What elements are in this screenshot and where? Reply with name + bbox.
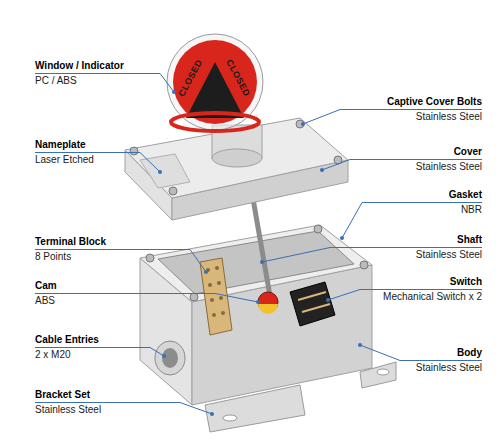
material-note: Stainless Steel <box>416 362 482 374</box>
cable-entry <box>155 341 185 375</box>
leader-dots <box>158 90 362 416</box>
bolt <box>360 261 368 269</box>
part-name: Cable Entries <box>35 334 99 346</box>
bracket-hole <box>223 415 237 421</box>
indicator-ring <box>171 113 259 131</box>
leader-lines <box>35 74 482 415</box>
part-name: Window / Indicator <box>35 60 124 72</box>
bolt <box>314 225 322 233</box>
material-note: 2 x M20 <box>35 349 71 361</box>
material-note: Stainless Steel <box>416 111 482 123</box>
material-note: Stainless Steel <box>416 249 482 261</box>
captive-bolt <box>169 187 177 195</box>
material-note: NBR <box>461 204 482 216</box>
part-name: Bracket Set <box>35 389 90 401</box>
switch-contact <box>302 304 330 312</box>
part-name: Shaft <box>457 234 482 246</box>
part-name: Terminal Block <box>35 236 106 248</box>
indicator-text: CLOSED <box>223 57 253 98</box>
material-note: ABS <box>35 295 55 307</box>
mechanical-switch <box>290 282 335 326</box>
material-note: Laser Etched <box>35 154 94 166</box>
terminal-screws <box>206 266 225 317</box>
bolt <box>190 293 198 301</box>
switch-contact <box>298 292 326 300</box>
indicator-window <box>167 34 263 130</box>
cam-lower <box>258 304 278 314</box>
captive-bolt <box>130 147 138 155</box>
indicator-text: CLOSED <box>175 57 205 98</box>
part-name: Gasket <box>449 189 482 201</box>
captive-bolt <box>296 120 304 128</box>
bracket-hole <box>377 369 389 375</box>
material-note: Stainless Steel <box>416 161 482 173</box>
part-name: Switch <box>450 276 482 288</box>
material-note: Mechanical Switch x 2 <box>383 291 482 303</box>
material-note: PC / ABS <box>35 75 77 87</box>
gasket-rim <box>140 225 372 302</box>
part-name: Nameplate <box>35 139 86 151</box>
material-note: 8 Points <box>35 251 71 263</box>
cable-entry-bore <box>162 348 178 368</box>
part-name: Captive Cover Bolts <box>387 96 482 108</box>
nameplate <box>140 154 190 188</box>
bolt <box>146 254 154 262</box>
material-note: Stainless Steel <box>35 404 101 416</box>
part-name: Body <box>457 347 482 359</box>
part-name: Cam <box>35 280 57 292</box>
part-name: Cover <box>454 146 482 158</box>
indicator-neck-base <box>212 149 262 167</box>
